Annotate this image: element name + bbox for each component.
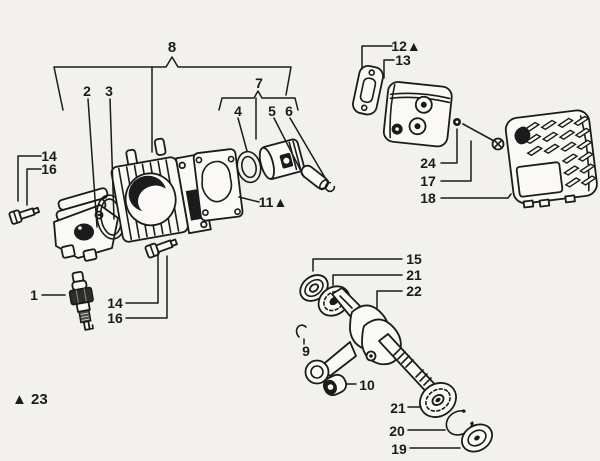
leader-part-11: [238, 196, 260, 203]
part-label-17: 17: [420, 173, 436, 189]
part-label-2: 2: [83, 83, 91, 99]
part-label-3: 3: [105, 83, 113, 99]
piston-drawing: [258, 138, 305, 180]
leader-part-21-top: [332, 274, 403, 286]
part-24-washer-drawing: [453, 118, 461, 126]
part-label-21-top: 21: [406, 267, 422, 283]
part-label-5: 5: [268, 103, 276, 119]
part-17-bolt-drawing: [462, 123, 505, 151]
part-label-16-mid: 16: [107, 310, 123, 326]
note-label-23: ▲ 23: [12, 391, 48, 408]
leader-part-12: [361, 45, 393, 70]
part-labels: 8 2 3 7 4 5 6 12▲ 13 14 16 11▲ 24 17 18 …: [12, 38, 436, 457]
leader-part-5: [273, 117, 305, 178]
part-18-muffler-cover-drawing: [504, 109, 598, 209]
part-label-21-bottom: 21: [390, 400, 406, 416]
leader-part-13: [383, 59, 395, 79]
part-label-11: 11▲: [259, 194, 288, 210]
part-label-18: 18: [420, 190, 436, 206]
part-11-gasket-drawing: [192, 148, 244, 222]
wrist-pin-drawing: [300, 164, 336, 193]
bolt-middle-drawing: [144, 238, 178, 259]
leader-part-16-mid: [125, 255, 168, 319]
muffler-assembly-drawing: [352, 65, 598, 209]
leader-part-3: [109, 98, 115, 220]
leader-part-14-mid: [125, 251, 159, 304]
leader-part-15: [312, 258, 403, 272]
leader-part-18: [440, 193, 512, 199]
brace-part-7: [218, 90, 299, 111]
leader-part-16-left: [26, 168, 42, 206]
part-label-6: 6: [285, 103, 293, 119]
part-label-4: 4: [234, 103, 242, 119]
leader-part-24: [440, 128, 458, 164]
part-label-12: 12▲: [391, 38, 420, 54]
part-label-24: 24: [420, 155, 436, 171]
part-label-22: 22: [406, 283, 422, 299]
cylinder-drawing: [110, 137, 212, 243]
part-19-seal-drawing: [461, 423, 493, 453]
part-label-15: 15: [406, 251, 422, 267]
part-13-muffler-drawing: [382, 81, 453, 148]
part-label-14-mid: 14: [107, 295, 123, 311]
leader-lines: [17, 45, 512, 449]
leader-part-17: [440, 140, 472, 182]
cylinder-assembly-drawing: [53, 137, 336, 262]
part-9-clip-drawing: [295, 324, 307, 338]
leader-part-14-left: [17, 155, 42, 202]
part-label-9: 9: [302, 343, 310, 359]
spark-plug-drawing: [68, 270, 94, 331]
part-label-8: 8: [168, 39, 176, 56]
bolt-left-drawing: [8, 206, 40, 225]
part-label-20: 20: [389, 423, 405, 439]
part-21-bearing-bottom-drawing: [419, 382, 457, 418]
leader-part-4: [237, 117, 248, 152]
leader-part-6: [289, 117, 328, 182]
part-label-19: 19: [391, 441, 407, 457]
part-label-13: 13: [395, 52, 411, 68]
part-2-drawing: [53, 187, 119, 262]
part-label-10: 10: [359, 377, 375, 393]
part-label-16-left: 16: [41, 161, 57, 177]
part-label-1: 1: [30, 287, 38, 303]
crankshaft-assembly-drawing: [295, 274, 493, 453]
part-label-7: 7: [255, 75, 263, 91]
part-12-gasket-drawing: [352, 65, 384, 116]
brace-part-8: [53, 56, 292, 111]
part-22-crankshaft-drawing: [304, 287, 442, 399]
leader-part-22: [376, 290, 403, 309]
part-label-14-left: 14: [41, 148, 57, 164]
part-10-needle-bearing-drawing: [322, 373, 348, 397]
leader-part-2: [87, 98, 98, 228]
